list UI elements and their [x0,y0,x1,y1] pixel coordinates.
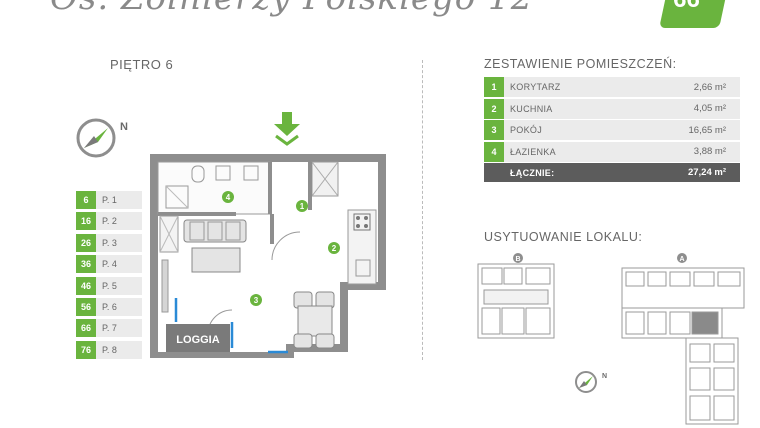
room-row: 1 KORYTARZ 2,66 m² [484,77,740,97]
compass-icon: N [76,118,128,158]
room-area: 16,65 m² [688,124,727,136]
rooms-summary-title: ZESTAWIENIE POMIESZCZEŃ: [484,57,677,71]
total-row: ŁĄCZNIE: 27,24 m² [484,163,740,183]
floor-unit-number: 36 [76,255,96,274]
room-marker-1: 1 [300,202,305,211]
entrance-arrow-icon [274,112,300,146]
room-row: 2 KUCHNIA 4,05 m² [484,98,740,119]
small-compass-n-label: N [602,373,607,380]
room-number: 1 [484,77,504,97]
floor-level-label: P. 4 [96,255,142,274]
building-a-marker: A [679,256,684,263]
room-name: POKÓJ [510,125,543,136]
room-area: 2,66 m² [693,81,726,93]
unit-number-badge: 66 [659,0,727,28]
floor-unit-number: 46 [76,276,96,295]
unit-number: 66 [673,0,700,14]
floor-plan: LOGGIA 4 1 2 3 [150,154,386,358]
room-marker-3: 3 [254,296,259,305]
room-name: KUCHNIA [510,103,553,114]
room-number: 4 [484,141,504,162]
floor-level-label: P. 6 [96,297,142,316]
floor-unit-number: 16 [76,212,96,231]
floor-level-label: P. 2 [96,212,142,231]
small-compass-icon: N [575,371,607,393]
room-name: ŁAZIENKA [510,146,556,157]
floor-level-label: P. 5 [96,276,142,295]
floor-label: PIĘTRO 6 [110,57,174,72]
room-name: KORYTARZ [510,82,561,92]
loggia-label: LOGGIA [176,334,219,346]
room-number: 3 [484,120,504,141]
floor-level-label: P. 3 [96,233,142,252]
floor-unit-number: 76 [76,340,96,359]
room-number: 2 [484,98,504,119]
floor-unit-number: 56 [76,297,96,316]
room-area: 4,05 m² [693,103,726,115]
room-row: 3 POKÓJ 16,65 m² [484,120,740,141]
location-title: USYTUOWANIE LOKALU: [484,230,643,244]
total-area: 27,24 m² [687,167,726,179]
building-b-marker: B [515,256,520,263]
room-area: 3,88 m² [693,146,726,158]
floor-level-label: P. 8 [96,340,142,359]
total-label: ŁĄCZNIE: [510,167,555,178]
compass-n-label: N [120,121,128,133]
floor-unit-number: 26 [76,233,96,252]
room-marker-4: 4 [226,193,231,202]
floor-unit-number: 66 [76,319,96,338]
floor-level-label: P. 1 [96,191,142,209]
divider [422,60,423,360]
room-row: 4 ŁAZIENKA 3,88 m² [484,141,740,162]
room-marker-2: 2 [332,244,337,253]
floor-level-label: P. 7 [96,319,142,338]
site-plan: B A N [477,253,745,425]
floor-unit-number: 6 [76,191,96,209]
rooms-table: 1 KORYTARZ 2,66 m² 2 KUCHNIA 4,05 m² 3 POKÓJ 1… [484,77,740,183]
project-title: Os. Żołnierzy Polskiego 12 [50,0,533,18]
